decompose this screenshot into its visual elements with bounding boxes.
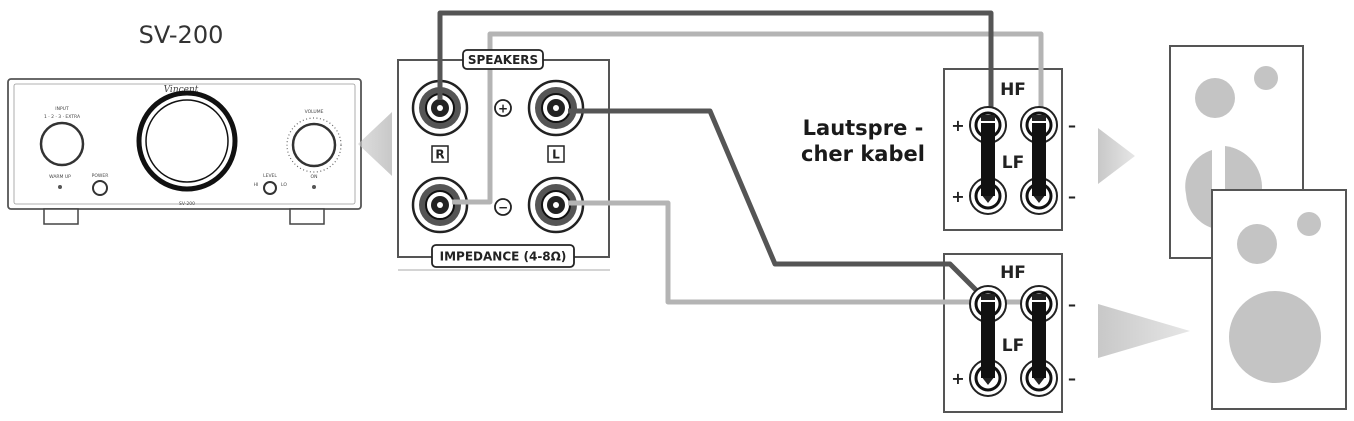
- speaker2-minus-lf: –: [1068, 369, 1076, 388]
- on-led: [312, 185, 316, 189]
- speaker1-lf-label: LF: [1002, 153, 1024, 173]
- speaker-cabinet-2: [1211, 189, 1347, 410]
- speaker1-minus-hf: –: [1068, 116, 1076, 135]
- svg-text:IMPEDANCE (4-8Ω): IMPEDANCE (4-8Ω): [440, 250, 567, 264]
- cable-light: [452, 31, 1044, 305]
- svg-text:L: L: [552, 148, 560, 162]
- panel-plus-symbol: +: [494, 99, 512, 117]
- impedance-badge: IMPEDANCE (4-8Ω): [431, 244, 575, 268]
- speaker2-minus-hf: –: [1068, 295, 1076, 314]
- speaker2-bridge-plus: [981, 302, 995, 378]
- arrow-box2-to-speaker2: [1098, 304, 1190, 358]
- speaker2-hf-label: HF: [1000, 263, 1026, 283]
- left-channel-marker: L: [547, 145, 565, 163]
- svg-text:R: R: [435, 148, 444, 162]
- volume-label: VOLUME: [305, 109, 324, 115]
- speaker2-plus-lf: +: [951, 369, 964, 388]
- cable-l-minus-to-speaker2-hf-minus: [568, 200, 1038, 305]
- input-options-label: 1 · 2 · 3 · EXTRA: [44, 114, 81, 120]
- cable-r-plus-to-speaker1-hf-plus: [437, 10, 994, 118]
- amplifier-front-panel: Vincent INPUT 1 · 2 · 3 · EXTRA SV-200 V…: [7, 78, 362, 225]
- warm-up-label: WARM UP: [49, 174, 71, 180]
- cable-label-line-1: Lautspre -: [803, 116, 924, 140]
- speaker2-bridge-minus: [1032, 302, 1046, 378]
- speaker1-bridge-minus: [1032, 123, 1046, 196]
- input-selector-knob[interactable]: [39, 121, 85, 167]
- terminal-r-minus[interactable]: [411, 176, 469, 234]
- display-ring: [136, 90, 238, 192]
- cable-l-plus-to-speaker2-hf-plus: [568, 108, 990, 304]
- panel-minus-symbol: −: [494, 198, 512, 216]
- speaker2-tweeter-large: [1237, 224, 1277, 264]
- level-switch[interactable]: [263, 181, 277, 195]
- warm-up-led: [58, 185, 62, 189]
- cable-r-minus-to-speaker1-lf-minus: [452, 31, 1044, 205]
- speaker2-lf-label: LF: [1002, 336, 1024, 356]
- amplifier-foot-left: [43, 208, 79, 225]
- power-button[interactable]: [92, 180, 108, 196]
- terminal-r-plus[interactable]: [411, 79, 469, 137]
- amplifier-brand-logo: Vincent: [164, 85, 199, 95]
- amplifier-model-title: SV-200: [139, 21, 224, 49]
- speaker2-tweeter-small: [1297, 212, 1321, 236]
- speaker1-bridge-plus: [981, 123, 995, 196]
- input-label: INPUT: [55, 106, 69, 112]
- arrow-box1-to-speaker1: [1098, 128, 1135, 184]
- svg-text:−: −: [498, 201, 508, 215]
- level-label: LEVEL: [263, 173, 277, 179]
- level-lo-label: LO: [281, 182, 287, 188]
- power-label: POWER: [92, 173, 109, 179]
- front-model-label: SV-200: [179, 201, 195, 207]
- terminal-l-minus[interactable]: [527, 176, 585, 234]
- arrow-amp-to-panel: [358, 112, 392, 176]
- volume-knob[interactable]: [291, 122, 337, 168]
- cable-dark: [437, 10, 994, 304]
- volume-scale: [286, 117, 342, 173]
- speaker1-tweeter-large: [1195, 78, 1235, 118]
- speaker1-hf-label: HF: [1000, 80, 1026, 100]
- speaker1-tweeter-small: [1254, 66, 1278, 90]
- level-hi-label: HI: [254, 182, 259, 188]
- speaker1-plus-lf: +: [951, 187, 964, 206]
- speaker1-plus-hf: +: [951, 116, 964, 135]
- on-label: ON: [311, 174, 318, 180]
- speakers-badge: SPEAKERS: [462, 49, 544, 70]
- speaker1-minus-lf: –: [1068, 187, 1076, 206]
- amplifier-foot-right: [289, 208, 325, 225]
- right-channel-marker: R: [431, 145, 449, 163]
- svg-text:+: +: [498, 102, 508, 116]
- cable-label-line-2: cher kabel: [801, 142, 925, 166]
- speaker2-woofer: [1229, 291, 1321, 383]
- svg-text:SPEAKERS: SPEAKERS: [468, 53, 538, 67]
- terminal-l-plus[interactable]: [527, 79, 585, 137]
